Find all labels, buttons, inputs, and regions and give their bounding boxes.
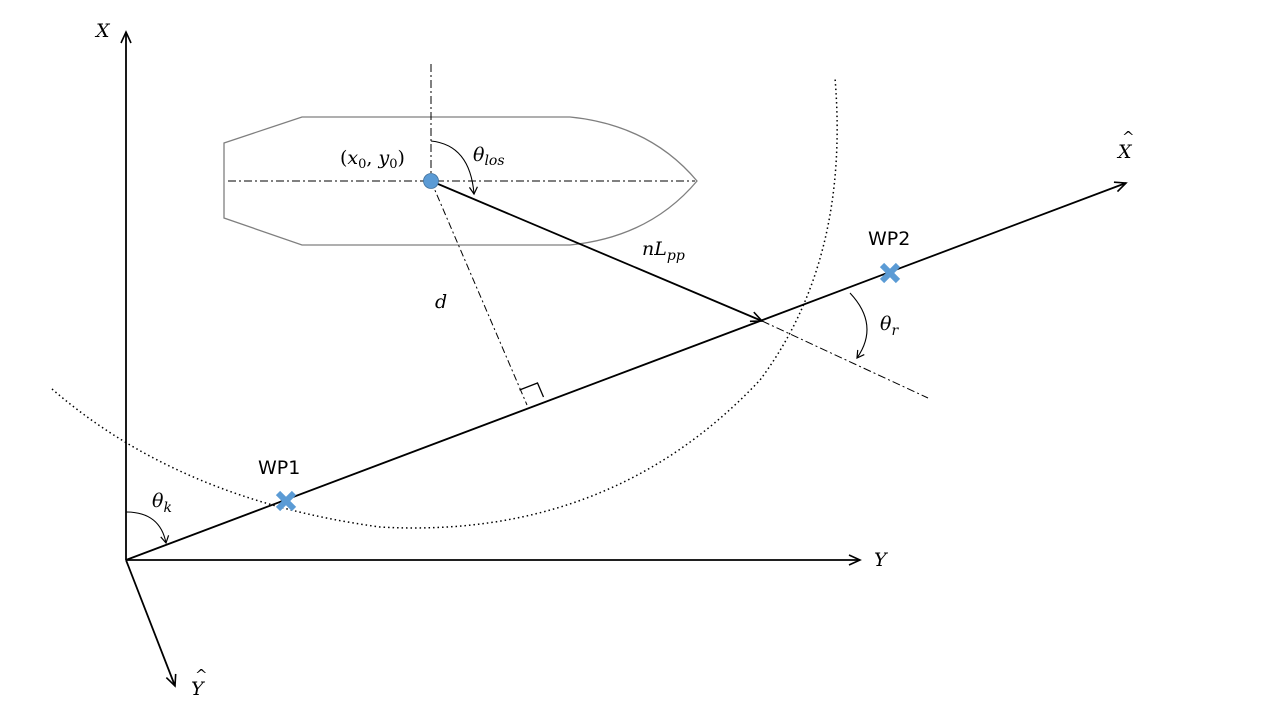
svg-text:X: X	[1116, 141, 1133, 163]
theta-k-arc	[125, 511, 170, 545]
cross-track-label: d	[435, 291, 447, 313]
waypoint-2-marker	[879, 262, 901, 284]
waypoint-2-label: WP2	[868, 228, 910, 250]
axis-y-hat-label: Y ^	[191, 666, 208, 700]
x-cross-icon	[275, 490, 297, 512]
x-cross-icon	[879, 262, 901, 284]
svg-text:Y: Y	[191, 678, 206, 700]
theta-r-reference-line	[761, 320, 929, 399]
theta-k-label: θk	[152, 490, 172, 516]
waypoint-1-label: WP1	[258, 457, 300, 479]
lookahead-circle-arc	[51, 77, 838, 529]
ship-hull	[223, 116, 698, 246]
ship-position-label: (x0, y0)	[340, 147, 405, 172]
theta-r-arc	[849, 292, 868, 359]
axis-x-hat-label: X ^	[1116, 128, 1135, 163]
theta-los-label: θlos	[473, 144, 505, 169]
lookahead-distance-label: nLpp	[642, 238, 685, 264]
svg-text:^: ^	[1122, 128, 1135, 146]
cross-track-line	[430, 180, 528, 406]
axis-x-label: X	[94, 20, 111, 42]
waypoint-1-marker	[275, 490, 297, 512]
svg-text:^: ^	[195, 666, 208, 684]
axis-x-hat-line	[125, 181, 1128, 561]
theta-r-label: θr	[880, 313, 899, 339]
right-angle-icon	[519, 382, 545, 398]
axis-y-label: Y	[874, 549, 889, 571]
theta-los-arc	[430, 140, 478, 196]
filled-circle-icon	[423, 173, 439, 189]
axis-y-hat-line	[125, 559, 177, 688]
lookahead-vector	[430, 180, 764, 323]
